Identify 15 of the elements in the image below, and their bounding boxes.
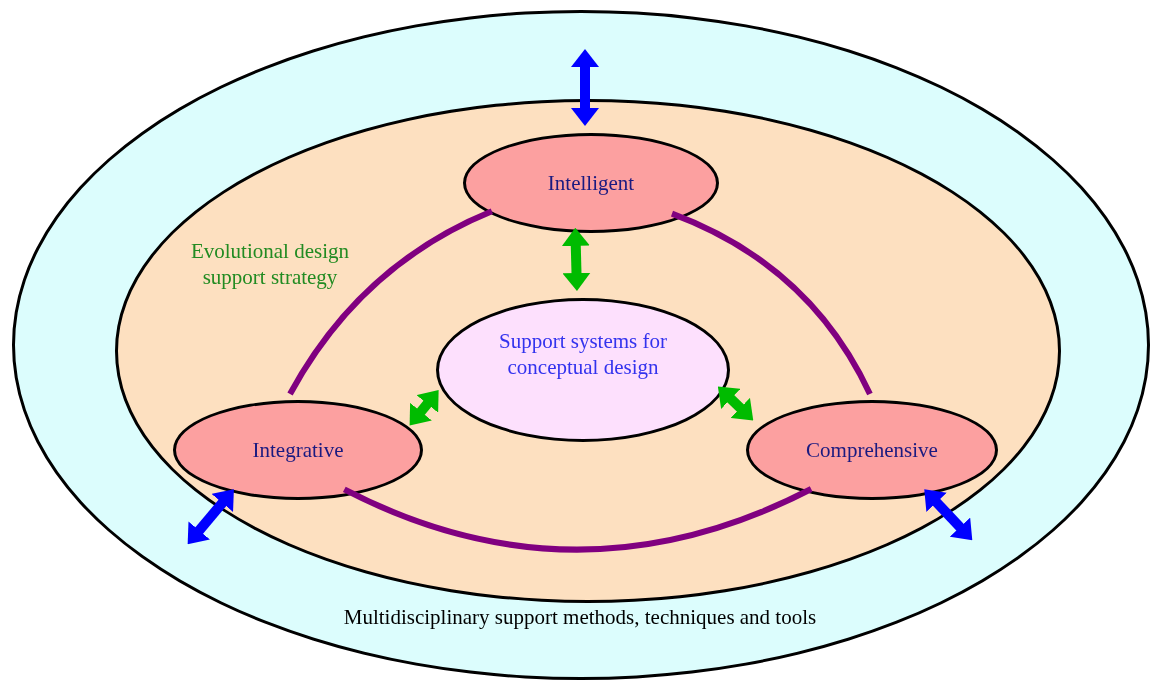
- double-arrow: [571, 49, 599, 126]
- node-label: Comprehensive: [805, 437, 939, 463]
- node-label: Evolutional design support strategy: [189, 238, 351, 290]
- double-arrow: [409, 389, 439, 426]
- double-arrow: [187, 489, 234, 545]
- node-label: Support systems for conceptual design: [498, 328, 668, 380]
- connector-line: [343, 486, 813, 553]
- connector-line: [670, 210, 873, 396]
- node-label: Intelligent: [546, 170, 636, 196]
- double-arrow: [561, 227, 591, 291]
- double-arrow: [717, 386, 754, 421]
- double-arrow: [924, 489, 973, 541]
- node-label: Multidisciplinary support methods, techniques and tools: [342, 604, 818, 630]
- node-label: Integrative: [251, 437, 345, 463]
- connector-line: [287, 208, 494, 396]
